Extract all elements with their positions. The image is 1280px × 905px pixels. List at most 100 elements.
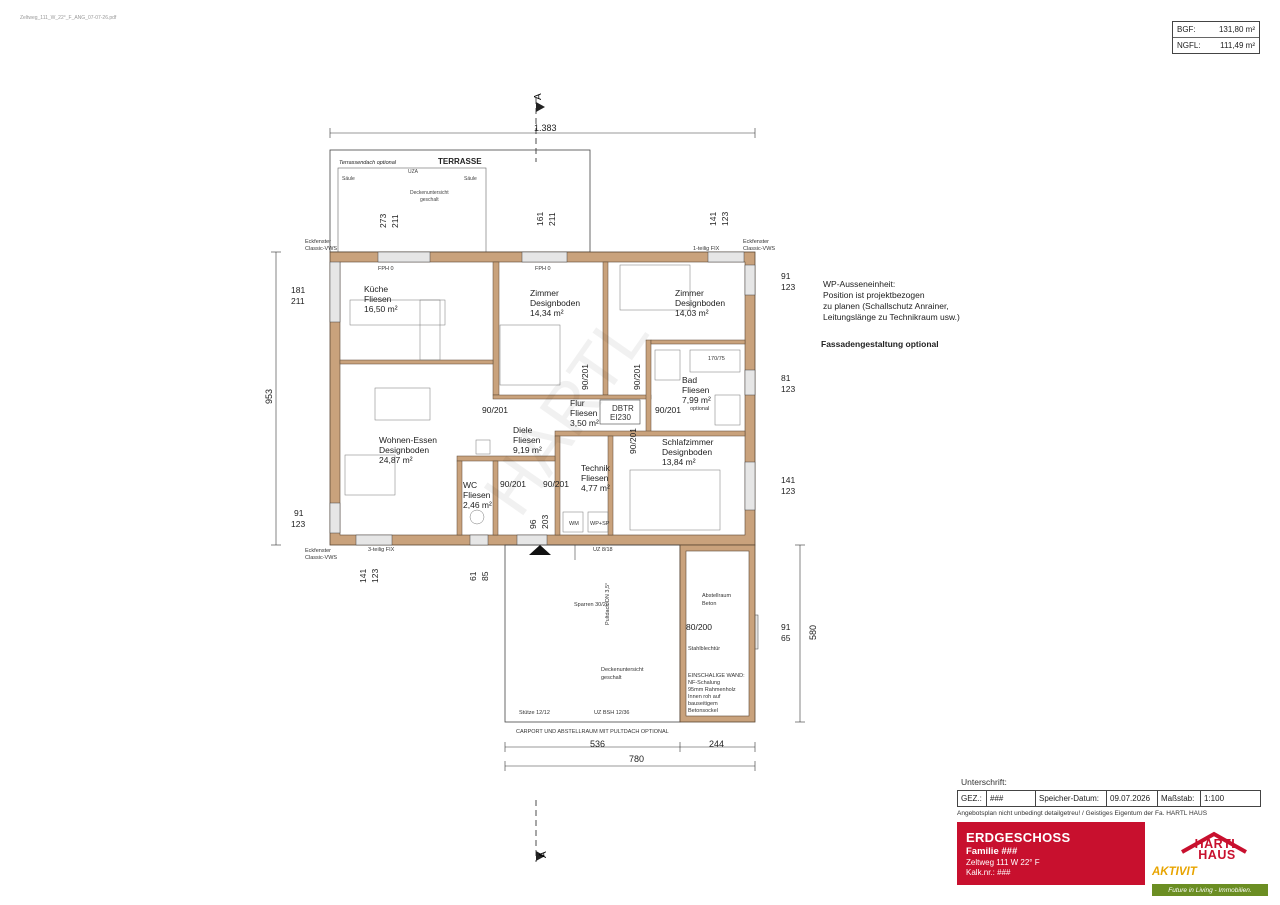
door-label-2: 90/201 [580, 364, 590, 390]
classic-tr: Classic-VWS [743, 246, 775, 252]
terrace-column-right: Säule [464, 176, 477, 182]
ngfl-row: NGFL: 111,49 m² [1173, 38, 1259, 53]
optional-label: optional [690, 406, 709, 412]
stuetze-label: Stütze 12/12 [519, 710, 550, 716]
window-label-6: 81 [781, 373, 791, 383]
window-label-8: 91 [294, 508, 304, 518]
room-diele-area: 9,19 m² [513, 445, 542, 455]
signature-label: Unterschrift: [961, 777, 1007, 787]
carport-ceiling-2: geschalt [601, 675, 622, 681]
room-zimmer2-area: 14,03 m² [675, 308, 709, 318]
wp-label: WP+SP [590, 521, 610, 527]
room-bad-floor: Fliesen [682, 385, 710, 395]
date-value: 09.07.2026 [1107, 791, 1158, 806]
window-labels: 273 211 161 211 141 123 181 211 91 123 8… [291, 212, 795, 643]
window-label-2: 161 [535, 212, 545, 226]
terrace-title: TERRASSE [438, 157, 482, 166]
carport [504, 544, 756, 723]
calculation-number: Kalk.nr.: ### [966, 868, 1011, 877]
room-diele-floor: Fliesen [513, 435, 541, 445]
room-zimmer2-name: Zimmer [675, 288, 704, 298]
window-label-5: 91 [781, 271, 791, 281]
room-bad-area: 7,99 m² [682, 395, 711, 405]
terrace-ceiling-2: geschalt [420, 197, 439, 203]
room-zimmer1-area: 14,34 m² [530, 308, 564, 318]
entrance-arrow [529, 545, 551, 555]
bathtub-label: 170/75 [708, 356, 725, 362]
section-label-top: A [533, 93, 544, 100]
house-logo-icon [1181, 831, 1247, 854]
window-label-11: 96 [528, 519, 538, 529]
window-label-10h: 85 [480, 571, 490, 581]
wall-note-0: EINSCHALIGE WAND: [688, 673, 745, 679]
wp-line-0: WP-Ausseneinheit: [823, 279, 896, 289]
sparren-label: Sparren 30/20 [574, 602, 609, 608]
einteilig-label: 1-teilig FIX [693, 246, 720, 252]
area-summary: BGF: 131,80 m² NGFL: 111,49 m² [1172, 21, 1260, 54]
classic-bl: Classic-VWS [305, 555, 337, 561]
room-kueche-name: Küche [364, 284, 388, 294]
eckfenster-bl: Eckfenster [305, 548, 331, 554]
room-wohnen-floor: Designboden [379, 445, 429, 455]
carport-title: CARPORT UND ABSTELLRAUM MIT PULTDACH OPT… [516, 729, 669, 735]
window-label-12h: 65 [781, 633, 791, 643]
eckfenster-tr: Eckfenster [743, 239, 769, 245]
copyright-note: Angebotsplan nicht unbedingt detailgetre… [957, 810, 1208, 817]
window-label-10: 61 [468, 571, 478, 581]
info-table: GEZ.: ### Speicher-Datum: 09.07.2026 Maß… [957, 790, 1261, 807]
room-diele-name: Diele [513, 425, 533, 435]
misc-labels: DBTR EI230 WM WP+SP 170/75 optional CARP… [305, 239, 775, 735]
dim-carport-width: 536 [590, 739, 605, 749]
section-marker-top: A [533, 93, 545, 162]
facade-note: Fassadengestaltung optional [821, 339, 939, 349]
brand-logo: HARTL HAUS [1180, 838, 1254, 862]
window-label-12: 91 [781, 622, 791, 632]
room-flur-area: 3,50 m² [570, 418, 599, 428]
window-label-4: 181 [291, 285, 305, 295]
wp-line-3: Leitungslänge zu Technikraum usw.) [823, 312, 960, 322]
fph-room: FPH 0 [535, 266, 551, 272]
room-kueche-floor: Fliesen [364, 294, 392, 304]
room-flur-name: Flur [570, 398, 585, 408]
window-label-11h: 203 [540, 515, 550, 529]
project-address: Zeltweg 111 W 22° F [966, 858, 1040, 867]
furniture [344, 264, 741, 533]
ngfl-label: NGFL: [1177, 41, 1201, 50]
dim-top-width: 1.383 [534, 123, 557, 133]
room-schlaf-area: 13,84 m² [662, 457, 696, 467]
gez-label: GEZ.: [958, 791, 987, 806]
brand-line-2: HAUS [1198, 848, 1236, 862]
room-wohnen-name: Wohnen-Essen [379, 435, 437, 445]
door-labels: 90/201 90/201 90/201 90/201 90/201 90/20… [482, 364, 712, 632]
window-label-3: 141 [708, 212, 718, 226]
file-tag: Zeltweg_111_W_22°_F_ANG_07-07-26.pdf [20, 15, 117, 21]
wall-note-2: 95mm Rahmenholz [688, 687, 736, 693]
window-label-7h: 123 [781, 486, 795, 496]
plan-title: ERDGESCHOSS [966, 830, 1071, 845]
door-label-1: 90/201 [482, 405, 508, 415]
room-zimmer2-floor: Designboden [675, 298, 725, 308]
room-wc-floor: Fliesen [463, 490, 491, 500]
ei-label: EI230 [610, 413, 631, 422]
date-label: Speicher-Datum: [1036, 791, 1107, 806]
room-wc-area: 2,46 m² [463, 500, 492, 510]
wall-note-4: bauseitigem [688, 701, 718, 707]
wall-note-5: Betonsockel [688, 708, 718, 714]
steel-door-label: Stahlblechtür [688, 646, 720, 652]
room-technik-name: Technik [581, 463, 611, 473]
wp-line-2: zu planen (Schallschutz Anrainer, [823, 301, 949, 311]
room-bad-name: Bad [682, 375, 697, 385]
dbtr-label: DBTR [612, 404, 634, 413]
eckfenster-tl: Eckfenster [305, 239, 331, 245]
bgf-row: BGF: 131,80 m² [1173, 22, 1259, 38]
dimension-lines [271, 128, 805, 771]
room-technik-area: 4,77 m² [581, 483, 610, 493]
terrace: TERRASSE Terrassendach optional Deckenun… [329, 149, 591, 253]
aktivit-logo: AKTIVIT [1152, 866, 1197, 878]
window-label-8h: 123 [291, 519, 305, 529]
brand-tagline: Future in Living - Immobilien. [1152, 884, 1268, 896]
fph-kitchen: FPH 0 [378, 266, 394, 272]
door-label-6: 90/201 [500, 479, 526, 489]
room-wohnen-area: 24,87 m² [379, 455, 413, 465]
wp-line-1: Position ist projektbezogen [823, 290, 925, 300]
